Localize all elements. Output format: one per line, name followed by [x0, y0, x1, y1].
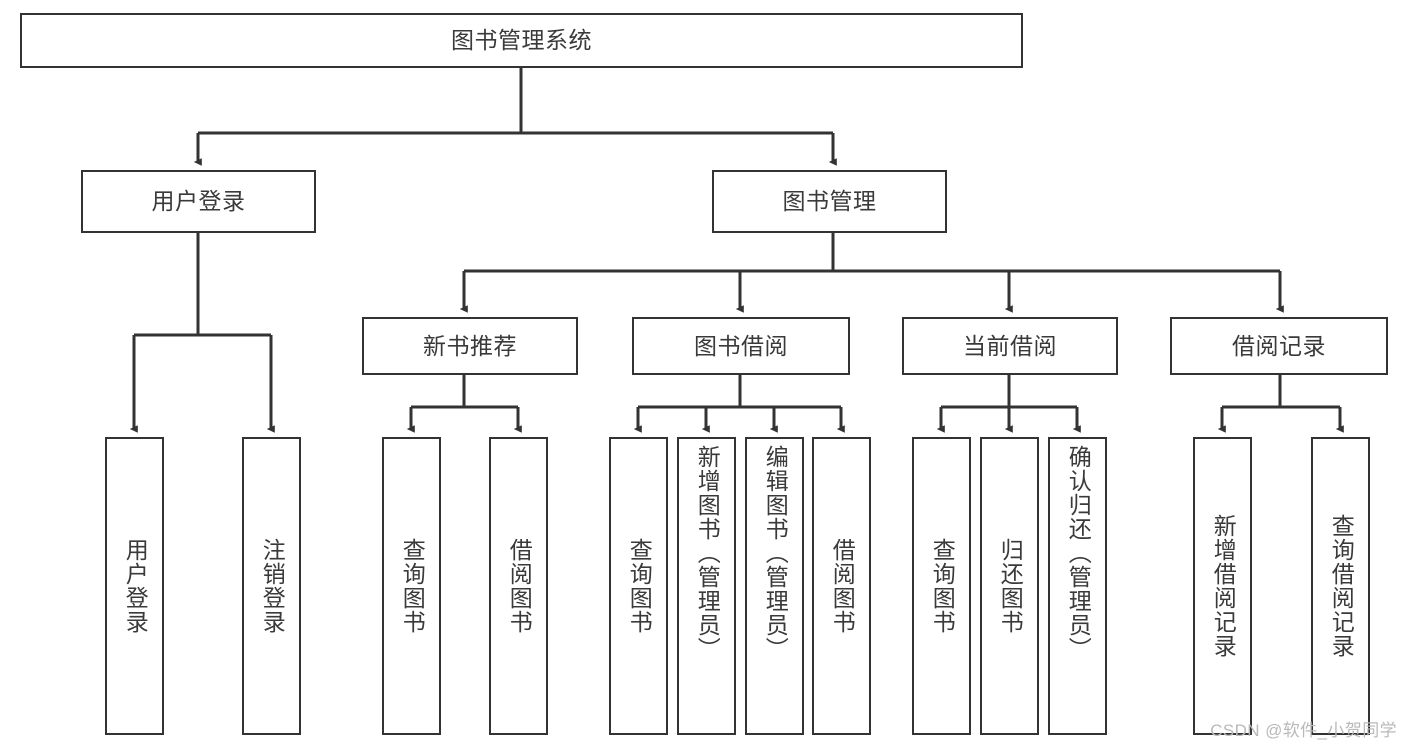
node-leaf-query-book-3-label: 查询图书	[929, 538, 956, 634]
node-leaf-logout-label: 注销登录	[259, 538, 286, 634]
node-leaf-query-book-1-label: 查询图书	[399, 538, 426, 634]
node-leaf-query-record-label: 查询借阅记录	[1328, 514, 1355, 658]
node-leaf-user-login-label: 用户登录	[122, 538, 149, 634]
node-leaf-query-book-1[interactable]: 查询图书	[382, 437, 441, 735]
node-leaf-edit-book-label: 编辑图书（管理员）	[762, 445, 789, 661]
node-current-borrow-label: 当前借阅	[963, 332, 1057, 359]
node-leaf-borrow-book-1[interactable]: 借阅图书	[489, 437, 548, 735]
node-current-borrow[interactable]: 当前借阅	[902, 317, 1118, 375]
node-leaf-add-book-label: 新增图书（管理员）	[694, 445, 721, 661]
node-leaf-add-record[interactable]: 新增借阅记录	[1193, 437, 1252, 735]
node-book-manage[interactable]: 图书管理	[712, 170, 947, 233]
node-book-borrow-label: 图书借阅	[694, 332, 788, 359]
node-leaf-query-book-2[interactable]: 查询图书	[609, 437, 668, 735]
node-book-manage-label: 图书管理	[782, 188, 877, 215]
node-borrow-record[interactable]: 借阅记录	[1170, 317, 1388, 375]
node-leaf-query-record[interactable]: 查询借阅记录	[1311, 437, 1370, 735]
node-leaf-borrow-book-2-label: 借阅图书	[829, 538, 856, 634]
node-leaf-query-book-3[interactable]: 查询图书	[912, 437, 971, 735]
node-leaf-add-book[interactable]: 新增图书（管理员）	[677, 437, 736, 735]
node-leaf-edit-book[interactable]: 编辑图书（管理员）	[745, 437, 804, 735]
node-leaf-confirm-return[interactable]: 确认归还（管理员）	[1048, 437, 1107, 735]
node-leaf-add-record-label: 新增借阅记录	[1210, 514, 1237, 658]
node-leaf-borrow-book-1-label: 借阅图书	[506, 538, 533, 634]
node-new-book-rec[interactable]: 新书推荐	[362, 317, 578, 375]
node-leaf-logout[interactable]: 注销登录	[242, 437, 301, 735]
node-leaf-return-book-label: 归还图书	[997, 538, 1024, 634]
node-leaf-return-book[interactable]: 归还图书	[980, 437, 1039, 735]
node-root-label: 图书管理系统	[451, 27, 592, 54]
node-new-book-rec-label: 新书推荐	[423, 332, 517, 359]
node-leaf-user-login[interactable]: 用户登录	[105, 437, 164, 735]
node-root[interactable]: 图书管理系统	[20, 13, 1023, 68]
node-user-login-label: 用户登录	[151, 188, 246, 215]
node-user-login[interactable]: 用户登录	[81, 170, 316, 233]
node-book-borrow[interactable]: 图书借阅	[632, 317, 850, 375]
node-leaf-query-book-2-label: 查询图书	[626, 538, 653, 634]
node-leaf-borrow-book-2[interactable]: 借阅图书	[812, 437, 871, 735]
node-borrow-record-label: 借阅记录	[1232, 332, 1326, 359]
node-leaf-confirm-return-label: 确认归还（管理员）	[1065, 445, 1092, 661]
